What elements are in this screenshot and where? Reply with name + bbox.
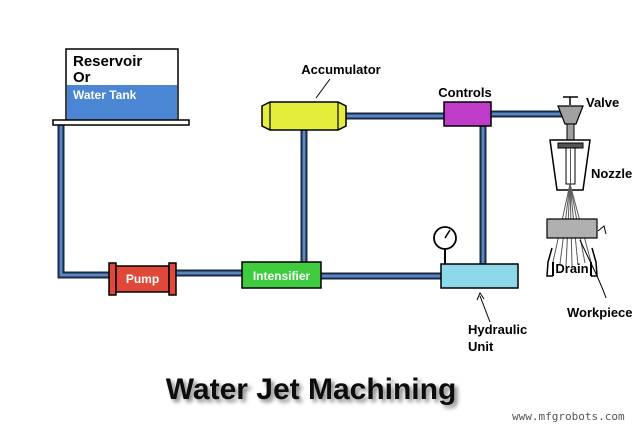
nozzle-label: Nozzle bbox=[591, 166, 632, 181]
accumulator: Accumulator bbox=[261, 62, 381, 131]
drain-icon: Drain bbox=[546, 247, 598, 277]
watermark-text: www.mfgrobots.com bbox=[512, 410, 625, 423]
hydraulic-pointer bbox=[479, 295, 491, 323]
hydraulic-unit: Hydraulic Unit bbox=[440, 263, 527, 354]
accumulator-pointer bbox=[315, 78, 331, 99]
hydraulic-label-line1: Hydraulic bbox=[468, 322, 527, 337]
accumulator-label: Accumulator bbox=[301, 62, 380, 77]
reservoir-label-line1: Reservoir bbox=[73, 53, 142, 70]
workpiece: Workpiece bbox=[546, 218, 633, 320]
water-fill bbox=[67, 85, 177, 119]
hydraulic-label-line2: Unit bbox=[468, 339, 494, 354]
pump: Pump bbox=[108, 262, 177, 296]
water-tank-label: Water Tank bbox=[73, 88, 137, 102]
pressure-gauge-icon bbox=[433, 226, 457, 264]
reservoir-shelf bbox=[52, 119, 190, 126]
controls-label: Controls bbox=[438, 85, 491, 100]
intensifier: Intensifier bbox=[241, 261, 322, 289]
page-title: Water Jet Machining bbox=[166, 373, 457, 406]
intensifier-label: Intensifier bbox=[253, 269, 311, 283]
pump-label: Pump bbox=[126, 272, 159, 286]
drain-label: Drain bbox=[555, 261, 588, 276]
workpiece-pointer bbox=[579, 239, 607, 299]
valve-icon: Valve bbox=[557, 95, 619, 125]
valve-label: Valve bbox=[586, 95, 619, 110]
reservoir-label-line2: Or bbox=[73, 69, 91, 86]
pipe-network bbox=[57, 110, 566, 280]
nozzle-icon: Nozzle bbox=[549, 123, 632, 191]
workpiece-label: Workpiece bbox=[567, 305, 633, 320]
controls: Controls bbox=[438, 85, 492, 127]
reservoir: Reservoir Or Water Tank bbox=[52, 48, 190, 126]
